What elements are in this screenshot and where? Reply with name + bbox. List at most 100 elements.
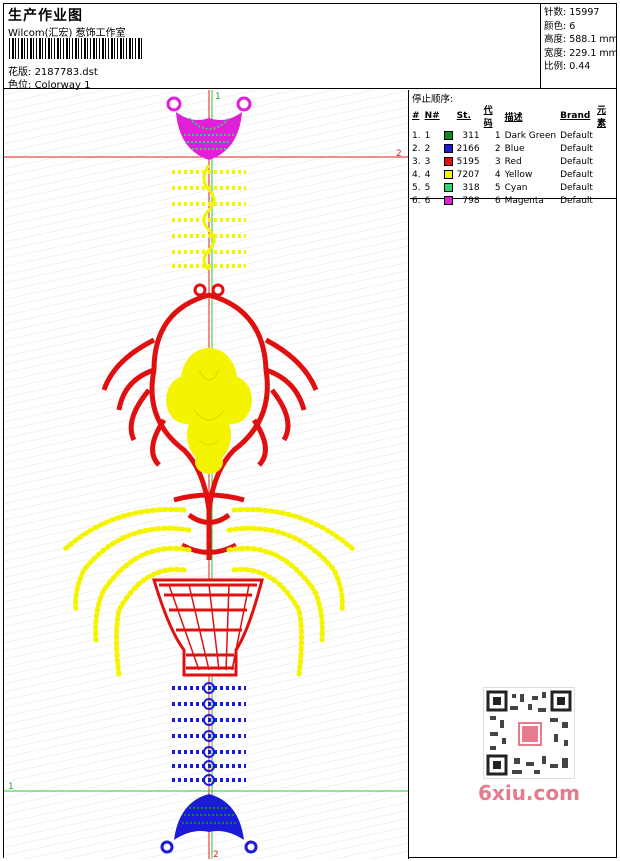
stop-sequence-title: 停止顺序: (412, 94, 454, 105)
row-brand: Default (560, 169, 593, 180)
row-description: Cyan (504, 182, 528, 193)
design-label: 花版: (8, 67, 32, 78)
row-swatch (442, 168, 455, 181)
row-swatch (442, 181, 455, 194)
table-header-row: # N# St. 代码 描述 Brand 元素 (410, 103, 616, 129)
col-needle: N# (424, 111, 440, 121)
colorway-label: 色位: (8, 80, 32, 91)
design-value: 2187783.dst (34, 67, 98, 78)
stat-label: 宽度: (544, 47, 567, 59)
color-swatch (443, 130, 453, 140)
row-element (595, 129, 616, 142)
barcode (9, 38, 144, 59)
row-needle: 6 (424, 195, 431, 206)
row-brand: Default (560, 195, 593, 206)
stat-colors: 颜色:6 (542, 18, 616, 32)
design-name: 花版: 2187783.dst (8, 63, 98, 78)
row-stitches: 798 (462, 195, 480, 206)
row-index: 1. (412, 130, 421, 141)
stat-label: 比例: (544, 61, 567, 72)
row-needle: 1 (424, 130, 431, 141)
col-index: # (412, 111, 420, 121)
row-code: 6 (494, 195, 501, 206)
yellow-flower (166, 348, 252, 474)
row-code: 1 (494, 130, 501, 141)
color-swatch (443, 143, 453, 153)
row-index: 3. (412, 156, 421, 167)
design-canvas: 1 2 1 2 (4, 90, 409, 859)
row-swatch (442, 155, 455, 168)
row-index: 6. (412, 195, 421, 206)
stat-value: 0.44 (569, 61, 591, 72)
row-code: 4 (494, 169, 501, 180)
row-code: 2 (494, 143, 501, 154)
top-bowl-motif (166, 96, 252, 160)
row-element (595, 142, 616, 155)
stat-width: 宽度:229.1 mm (542, 45, 618, 59)
colorway: 色位: Colorway 1 (8, 76, 90, 91)
stat-value: 15997 (569, 7, 600, 18)
row-needle: 3 (424, 156, 431, 167)
sheet-header: 生产作业图 Wilcom(汇宏) 惹饰工作室 花版: 2187783.dst 色… (4, 4, 618, 91)
row-description: Magenta (504, 195, 544, 206)
row-code: 5 (494, 182, 501, 193)
bottom-bowl-motif (160, 794, 258, 854)
row-needle: 2 (424, 143, 431, 154)
qr-code-graphic (486, 690, 572, 776)
guide-label-h1: 1 (8, 782, 14, 792)
color-swatch (443, 195, 453, 205)
row-description: Yellow (504, 169, 533, 180)
col-brand: Brand (560, 111, 591, 121)
row-stitches: 2166 (456, 143, 480, 154)
col-code: 代码 (483, 106, 493, 129)
embroidery-preview: 1 2 1 2 (4, 90, 408, 859)
row-index: 4. (412, 169, 421, 180)
row-element (595, 194, 616, 207)
colorway-value: Colorway 1 (34, 80, 91, 91)
design-stats: 针数:15997 颜色:6 高度:588.1 mm 宽度:229.1 mm 比例… (542, 4, 618, 89)
row-description: Dark Green (504, 130, 557, 141)
stat-label: 颜色: (544, 20, 567, 32)
col-swatch (442, 103, 455, 129)
row-brand: Default (560, 143, 593, 154)
stat-label: 针数: (544, 7, 567, 18)
row-description: Blue (504, 143, 525, 154)
color-swatch (443, 169, 453, 179)
red-ornament (101, 283, 319, 560)
row-brand: Default (560, 130, 593, 141)
row-description: Red (504, 156, 522, 167)
col-element: 元素 (596, 106, 606, 129)
header-info: 生产作业图 Wilcom(汇宏) 惹饰工作室 花版: 2187783.dst 色… (4, 4, 541, 91)
stat-height: 高度:588.1 mm (542, 31, 618, 45)
watermark-text: 6xiu.com (478, 781, 580, 805)
yellow-arcs (61, 507, 357, 678)
row-code: 3 (494, 156, 501, 167)
red-basket (151, 578, 264, 677)
stat-value: 588.1 mm (569, 34, 618, 45)
stat-stitches: 针数:15997 (542, 4, 616, 18)
col-description: 描述 (504, 112, 523, 123)
row-swatch (442, 142, 455, 155)
flower-stems (193, 369, 225, 446)
row-element (595, 155, 616, 168)
row-stitches: 318 (462, 182, 480, 193)
page-title: 生产作业图 (8, 8, 83, 24)
color-swatch (443, 156, 453, 166)
guide-label-v2: 2 (213, 850, 219, 859)
row-stitches: 311 (462, 130, 480, 141)
row-index: 5. (412, 182, 421, 193)
row-element (595, 168, 616, 181)
row-swatch (442, 129, 455, 142)
col-stitches: St. (456, 111, 471, 121)
row-brand: Default (560, 156, 593, 167)
row-needle: 5 (424, 182, 431, 193)
color-swatch (443, 182, 453, 192)
upper-yellow-ladder (172, 164, 246, 272)
row-element (595, 181, 616, 194)
